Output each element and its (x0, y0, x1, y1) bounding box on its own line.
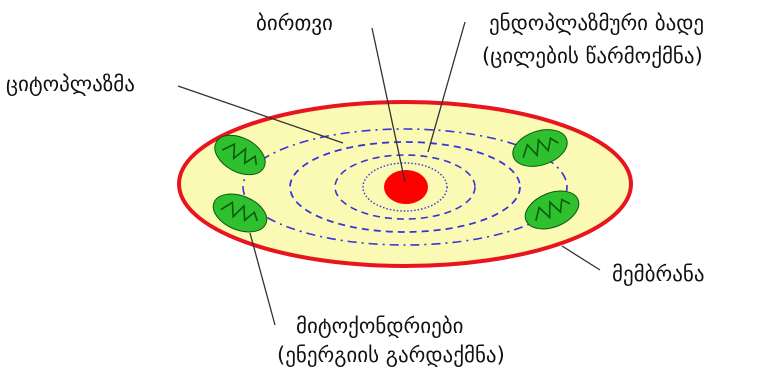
label-er-line1: ენდოპლაზმური ბადე (489, 9, 704, 37)
label-nucleus: ბირთვი (256, 9, 333, 37)
leader-line-membrane (562, 246, 600, 270)
label-mitochondria-line2: (ენერგიის გარდაქმნა) (277, 341, 505, 369)
label-er-line2: (ცილების წარმოქმნა) (482, 42, 703, 70)
nucleus (384, 170, 428, 204)
label-membrane: მემბრანა (612, 260, 705, 288)
label-mitochondria-line1: მიტოქონდრიები (296, 312, 464, 340)
label-cytoplasm: ციტოპლაზმა (6, 70, 135, 98)
